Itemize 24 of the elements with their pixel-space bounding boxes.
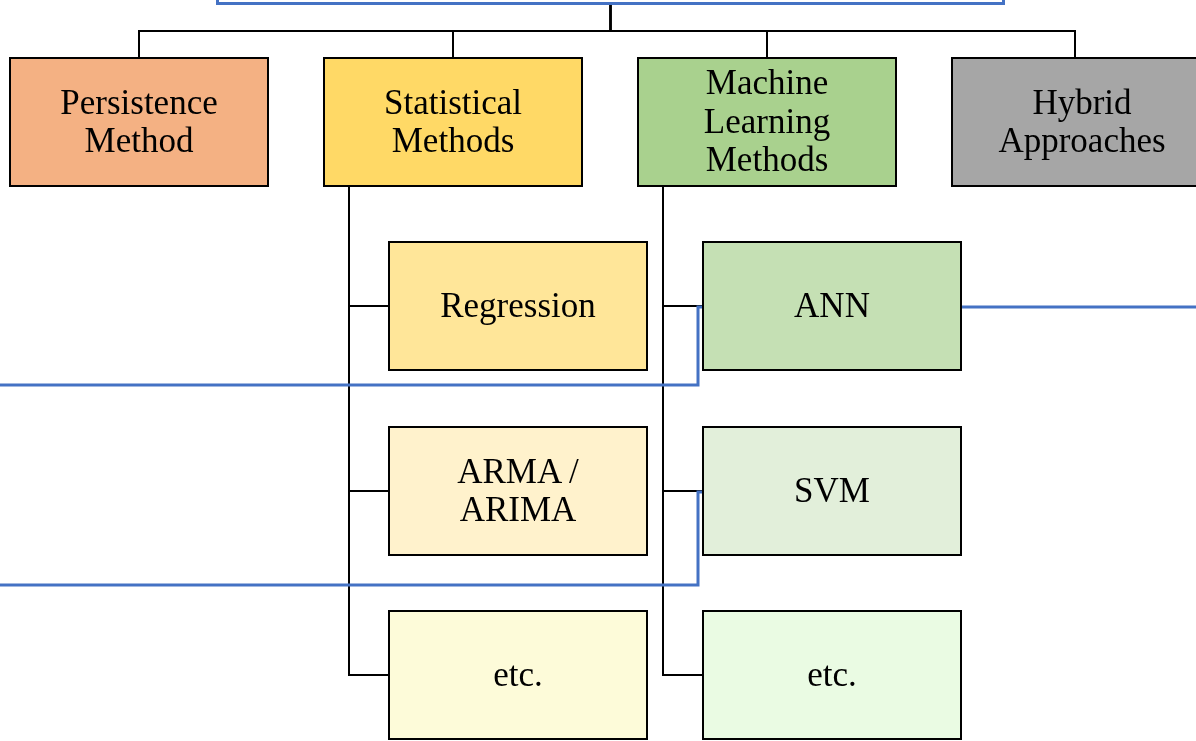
leader-line xyxy=(0,490,704,587)
connector-line xyxy=(609,4,1076,58)
category-box xyxy=(388,610,648,740)
node-label: SVM xyxy=(793,471,871,511)
category-box xyxy=(951,57,1196,187)
node-label: etc. xyxy=(806,655,858,695)
category-box xyxy=(388,241,648,371)
node-label: Statistical Methods xyxy=(382,83,523,161)
category-box xyxy=(388,426,648,556)
node-label: Regression xyxy=(439,286,597,326)
category-box xyxy=(9,57,269,187)
category-box xyxy=(702,610,962,740)
category-box xyxy=(637,57,897,187)
category-box xyxy=(702,426,962,556)
category-box xyxy=(323,57,583,187)
category-box xyxy=(702,241,962,371)
node-label: ARMA / ARIMA xyxy=(456,452,580,530)
node-label: Hybrid Approaches xyxy=(997,83,1167,161)
leader-line xyxy=(0,305,704,387)
node-label: etc. xyxy=(492,655,544,695)
node-label: Machine Learning Methods xyxy=(702,64,832,180)
node-label: Persistence Method xyxy=(59,83,219,161)
leader-line xyxy=(962,305,1196,309)
node-label: ANN xyxy=(793,286,871,326)
